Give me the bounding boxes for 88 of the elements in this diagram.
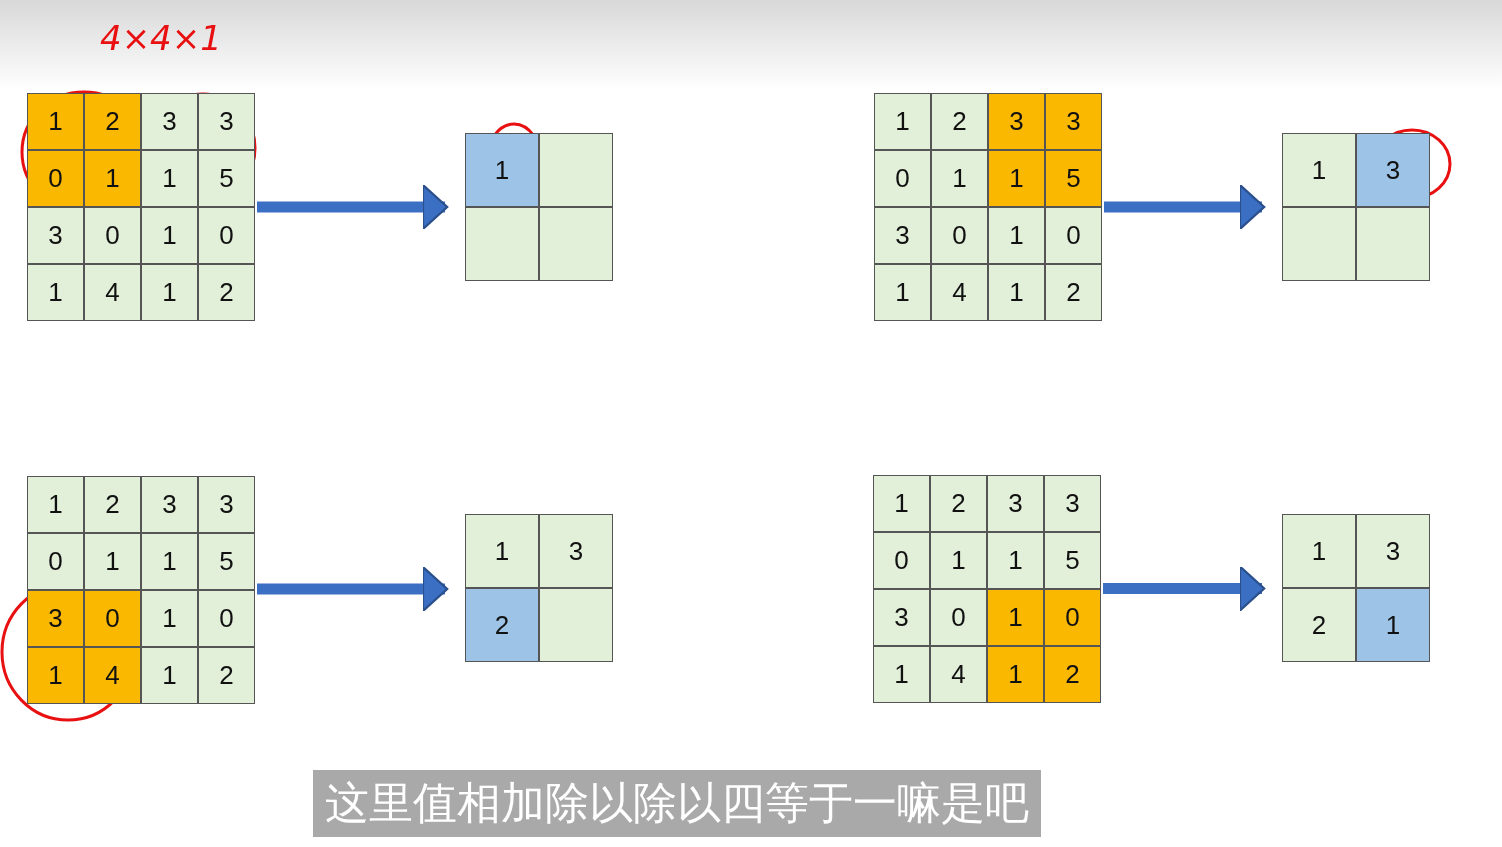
grid-cell: 1 [1282, 133, 1356, 207]
grid-cell: 3 [988, 93, 1045, 150]
grid-cell: 1 [84, 150, 141, 207]
grid-cell: 1 [27, 647, 84, 704]
handwritten-note: 4×4×1 [100, 18, 222, 58]
grid-cell: 3 [1045, 93, 1102, 150]
grid-cell: 0 [1045, 207, 1102, 264]
grid-cell: 1 [1356, 588, 1430, 662]
grid-cell: 1 [874, 93, 931, 150]
grid-cell: 3 [141, 93, 198, 150]
grid-cell: 3 [27, 207, 84, 264]
grid-cell: 1 [873, 646, 930, 703]
grid-cell: 2 [198, 647, 255, 704]
grid-cell: 2 [930, 475, 987, 532]
grid-cell: 5 [198, 533, 255, 590]
grid-cell: 2 [931, 93, 988, 150]
output-grid [1282, 133, 1430, 281]
grid-cell: 3 [198, 476, 255, 533]
input-grid [27, 476, 255, 704]
grid-cell: 1 [465, 514, 539, 588]
grid-cell: 0 [84, 590, 141, 647]
grid-cell: 0 [27, 150, 84, 207]
output-grid [465, 133, 613, 281]
grid-cell: 5 [1045, 150, 1102, 207]
grid-cell: 0 [1044, 589, 1101, 646]
input-grid [874, 93, 1102, 321]
grid-cell: 0 [874, 150, 931, 207]
grid-cell: 0 [84, 207, 141, 264]
input-grid [873, 475, 1101, 703]
grid-cell: 1 [465, 133, 539, 207]
grid-cell: 1 [874, 264, 931, 321]
grid-cell: 3 [27, 590, 84, 647]
grid-cell: 5 [1044, 532, 1101, 589]
grid-cell: 1 [873, 475, 930, 532]
grid-cell: 1 [988, 264, 1045, 321]
grid-cell: 2 [198, 264, 255, 321]
grid-cell: 4 [84, 264, 141, 321]
grid-cell: 0 [27, 533, 84, 590]
grid-cell: 0 [873, 532, 930, 589]
grid-cell: 1 [141, 590, 198, 647]
grid-cell: 2 [1044, 646, 1101, 703]
grid-cell: 0 [931, 207, 988, 264]
grid-cell: 1 [1282, 514, 1356, 588]
grid-cell: 3 [987, 475, 1044, 532]
grid-cell: 5 [198, 150, 255, 207]
grid-cell: 4 [930, 646, 987, 703]
grid-cell: 2 [84, 476, 141, 533]
grid-cell: 1 [27, 93, 84, 150]
grid-cell: 3 [1356, 133, 1430, 207]
grid-cell: 4 [84, 647, 141, 704]
arrow [257, 183, 449, 231]
output-grid [1282, 514, 1430, 662]
grid-cell: 2 [465, 588, 539, 662]
grid-cell: 1 [988, 150, 1045, 207]
grid-cell: 0 [930, 589, 987, 646]
input-grid [27, 93, 255, 321]
grid-cell: 3 [874, 207, 931, 264]
grid-cell: 2 [1282, 588, 1356, 662]
grid-cell: 1 [930, 532, 987, 589]
grid-cell: 1 [141, 647, 198, 704]
grid-cell: 1 [84, 533, 141, 590]
grid-cell: 1 [141, 150, 198, 207]
arrow [1103, 565, 1266, 612]
grid-cell: 4 [931, 264, 988, 321]
grid-cell: 1 [141, 264, 198, 321]
grid-cell: 1 [987, 532, 1044, 589]
arrow [257, 565, 449, 613]
subtitle: 这里值相加除以除以四等于一嘛是吧 [313, 770, 1041, 837]
grid-cell: 1 [141, 207, 198, 264]
grid-cell: 2 [1045, 264, 1102, 321]
grid-cell: 3 [873, 589, 930, 646]
arrow [1104, 183, 1266, 231]
grid-cell: 1 [988, 207, 1045, 264]
grid-cell: 0 [198, 590, 255, 647]
grid-cell: 3 [1044, 475, 1101, 532]
grid-cell: 1 [27, 476, 84, 533]
grid-cell: 1 [27, 264, 84, 321]
grid-cell: 3 [1356, 514, 1430, 588]
grid-cell: 3 [141, 476, 198, 533]
grid-cell: 3 [539, 514, 613, 588]
grid-cell: 2 [84, 93, 141, 150]
grid-cell: 1 [987, 646, 1044, 703]
grid-cell: 1 [141, 533, 198, 590]
grid-cell: 3 [198, 93, 255, 150]
grid-cell: 1 [931, 150, 988, 207]
output-grid [465, 514, 613, 662]
grid-cell: 0 [198, 207, 255, 264]
grid-cell: 1 [987, 589, 1044, 646]
